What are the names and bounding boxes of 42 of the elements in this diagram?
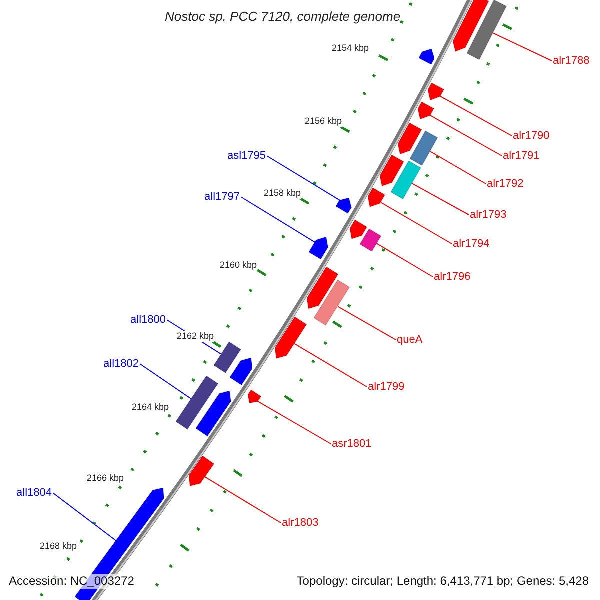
leader-line [430, 114, 502, 156]
gene-label: alr1792 [487, 177, 524, 191]
gene-label: alr1788 [553, 54, 590, 68]
tick-label: 2162 kbp [177, 331, 214, 342]
accession-note: Accession: NC_003272 [8, 574, 136, 589]
leader-line [204, 476, 282, 524]
leader-line [380, 202, 452, 244]
leader-line [430, 150, 486, 184]
gene-label: all1804 [16, 486, 52, 500]
gene-label: alr1803 [282, 516, 319, 530]
tick-label: 2168 kbp [40, 541, 78, 552]
gene-label: asl1795 [227, 149, 266, 163]
gene-label: alr1791 [503, 149, 540, 163]
leader-line [266, 156, 340, 201]
leader-line [338, 306, 396, 340]
leader-line [411, 182, 470, 216]
gene-label: alr1793 [470, 208, 507, 222]
leader-line [140, 364, 192, 400]
gene-label: alr1796 [434, 270, 471, 284]
leader-line [492, 32, 552, 62]
leader-line [376, 243, 434, 278]
leader-line [257, 400, 332, 444]
gene-label: all1797 [204, 190, 240, 204]
tick-label: 2160 kbp [220, 260, 258, 271]
tick-label: 2154 kbp [332, 43, 370, 54]
genome-summary: Topology: circular; Length: 6,413,771 bp; Genes: 5,428 [296, 574, 590, 589]
tick-label: 2166 kbp [87, 473, 124, 484]
tick-label: 2164 kbp [132, 402, 170, 413]
leader-line [52, 492, 117, 542]
diagram-title: Nostoc sp. PCC 7120, complete genome [165, 9, 401, 25]
gene-label: asr1801 [332, 437, 372, 451]
tick-label: 2158 kbp [264, 188, 302, 199]
leader-line [240, 196, 316, 243]
leader-line [294, 343, 368, 388]
tick-label: 2156 kbp [305, 116, 342, 127]
gene-label: alr1794 [453, 237, 490, 251]
leader-line [440, 96, 512, 136]
gene-label: alr1790 [513, 129, 550, 143]
gene-label: alr1799 [368, 380, 405, 394]
gene-label: all1800 [130, 313, 166, 327]
gene-label: all1802 [104, 357, 139, 371]
gene-label: queA [397, 333, 423, 347]
